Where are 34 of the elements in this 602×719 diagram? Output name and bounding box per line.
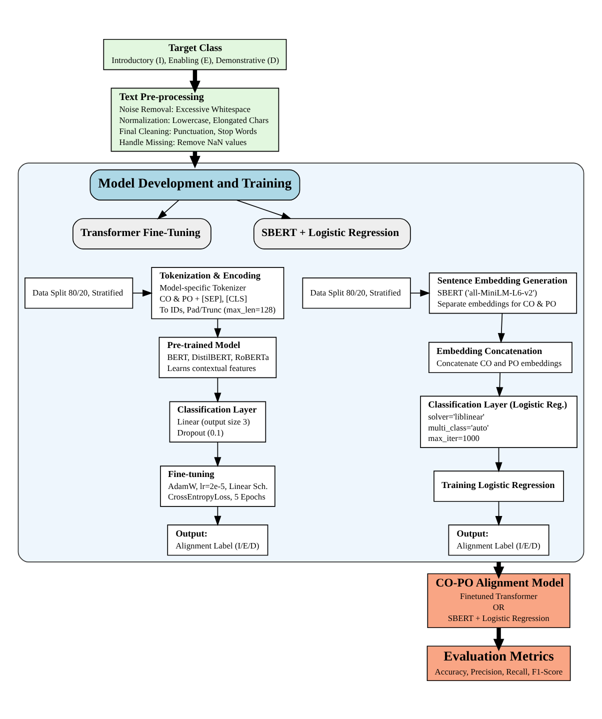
arrow [236, 199, 292, 219]
node-box: Training Logistic Regression [434, 470, 564, 502]
node-box: Output: Alignment Label (I/E/D) [167, 524, 268, 556]
cluster [18, 162, 584, 562]
node-box: Sentence Embedding Generation SBERT ('all-MiniLM-L6-v2') Separate embeddings for CO & PO [428, 272, 578, 314]
arrow [214, 318, 222, 338]
arrow [498, 312, 505, 343]
arrow [132, 289, 153, 296]
arrow [190, 69, 200, 93]
node-box: CO-PO Alignment Model Finetuned Transformer OR SBERT + Logistic Regression [427, 572, 570, 628]
arrow [495, 500, 502, 526]
node-box: SBERT + Logistic Regression [253, 218, 411, 249]
node-box: Model Development and Training [90, 168, 300, 200]
arrow [495, 446, 502, 472]
node-box: Data Split 80/20, Stratified [302, 277, 411, 308]
node-box: Evaluation Metrics Accuracy, Precision, Recall, F1-Score [426, 645, 571, 681]
arrow [214, 441, 222, 467]
node-box: Transformer Fine-Tuning [72, 218, 212, 249]
node-box: Data Split 80/20, Stratified [24, 277, 134, 308]
node-box: Pre-trained Model BERT, DistilBERT, RoBERTa Learns contextual features [158, 336, 277, 378]
node-box: Classification Layer Linear (output size 3) Dropout (0.1) [169, 400, 266, 442]
node-box: Embedding Concatenation Concatenate CO and PO embeddings [428, 341, 572, 373]
arrow [157, 199, 180, 219]
node-box: Target Class Introductory (I), Enabling (E), Demonstrative (D) [103, 38, 287, 70]
node-box: Classification Layer (Logistic Reg.) solver='liblinear' multi_class='auto' max_iter=1000 [420, 395, 578, 448]
arrow [493, 627, 504, 651]
arrow [214, 376, 222, 402]
node-box: Tokenization & Encoding Model-specific Tokenizer CO & PO + [SEP], [CLS] To IDs, Pad/Trunc (max_len=128) [151, 266, 284, 319]
arrow [496, 372, 504, 397]
arrow [214, 506, 222, 526]
arrow [410, 289, 430, 296]
node-box: Text Pre-processing Noise Removal: Excessive Whitespace Normalization: Lowercase, Elongated Chars Final Cleaning: Punctuation, Stop Words Handle Missing: Remove NaN values [110, 87, 280, 152]
node-box: Fine-tuning AdamW, lr=2e-5, Linear Sch. CrossEntropyLoss, 5 Epochs [160, 465, 276, 506]
node-box: Output: Alignment Label (I/E/D) [448, 524, 550, 556]
